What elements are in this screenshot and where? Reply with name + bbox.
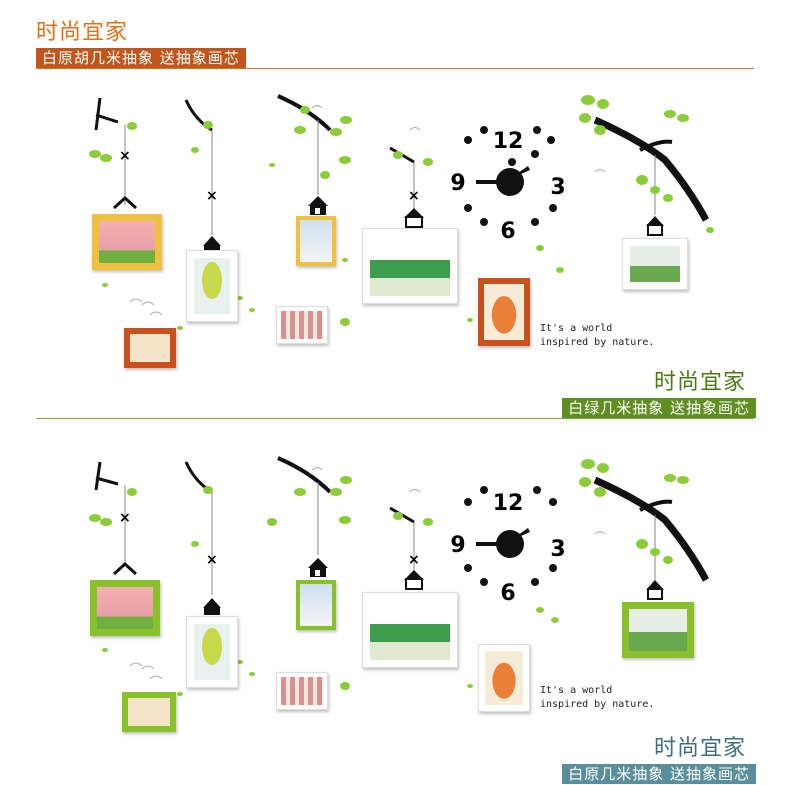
- clock-numeral-3: 3: [550, 537, 565, 562]
- frame-picture: [370, 600, 450, 660]
- section-2-title: 时尚宜家: [654, 370, 747, 395]
- frame-picture: [99, 221, 155, 263]
- section-2-divider: [36, 418, 754, 419]
- frame-picture: [300, 584, 332, 626]
- section-1-divider: [36, 68, 754, 69]
- section-1-banner: 白原胡几米抽象 送抽象画芯: [36, 48, 246, 68]
- decal-panel-1: × × ×: [0, 80, 790, 380]
- frame-picture: [300, 220, 332, 262]
- photo-frame: [186, 250, 238, 322]
- clock-numeral-3: 3: [550, 175, 565, 200]
- photo-frame: [186, 616, 238, 688]
- photo-frame: [296, 216, 336, 266]
- slogan-line-2: inspired by nature.: [540, 337, 655, 348]
- photo-frame: [362, 228, 458, 304]
- photo-frame: [122, 692, 176, 732]
- frame-picture: [281, 677, 323, 705]
- svg-text:×: ×: [206, 188, 218, 204]
- frame-picture: [128, 698, 170, 726]
- section-3-title: 时尚宜家: [654, 736, 747, 761]
- slogan-line-1: It's a world: [540, 685, 613, 696]
- photo-frame: [622, 238, 688, 290]
- clock-numeral-9: 9: [450, 533, 465, 558]
- photo-frame: [276, 306, 328, 344]
- slogan-line-2: inspired by nature.: [540, 699, 655, 710]
- frame-picture: [130, 334, 170, 362]
- svg-text:×: ×: [119, 510, 131, 526]
- clock-numeral-12: 12: [493, 129, 524, 154]
- clock-numeral-9: 9: [450, 171, 465, 196]
- frame-picture: [281, 311, 323, 339]
- svg-text:×: ×: [119, 148, 131, 164]
- clock-numeral-12: 12: [493, 491, 524, 516]
- decal-illustration-2: × × × 1: [89, 456, 710, 696]
- photo-frame: [478, 644, 530, 712]
- svg-text:×: ×: [408, 552, 420, 568]
- svg-text:×: ×: [408, 188, 420, 204]
- photo-frame: [92, 214, 162, 270]
- photo-frame: [296, 580, 336, 630]
- frame-picture: [485, 651, 523, 705]
- frame-picture: [630, 246, 680, 282]
- slogan-text: It's a world inspired by nature.: [540, 322, 654, 350]
- decal-illustration-1: × × ×: [89, 94, 714, 330]
- section-1-title: 时尚宜家: [36, 20, 129, 45]
- slogan-line-1: It's a world: [540, 323, 613, 334]
- section-3-banner: 白原几米抽象 送抽象画芯: [562, 764, 756, 784]
- frame-picture: [370, 236, 450, 296]
- frame-picture: [484, 284, 524, 340]
- frame-picture: [194, 624, 230, 680]
- photo-frame: [362, 592, 458, 668]
- photo-frame: [276, 672, 328, 710]
- svg-text:×: ×: [206, 552, 218, 568]
- clock-numeral-6: 6: [500, 581, 515, 606]
- frame-picture: [97, 587, 153, 629]
- clock-numeral-6: 6: [500, 219, 515, 244]
- slogan-text: It's a world inspired by nature.: [540, 684, 654, 712]
- frame-picture: [629, 609, 687, 651]
- decal-panel-2: × × × 1: [0, 440, 790, 740]
- photo-frame: [90, 580, 160, 636]
- photo-frame: [622, 602, 694, 658]
- section-2-banner: 白绿几米抽象 送抽象画芯: [562, 398, 756, 418]
- photo-frame: [124, 328, 176, 368]
- frame-picture: [194, 258, 230, 314]
- photo-frame: [478, 278, 530, 346]
